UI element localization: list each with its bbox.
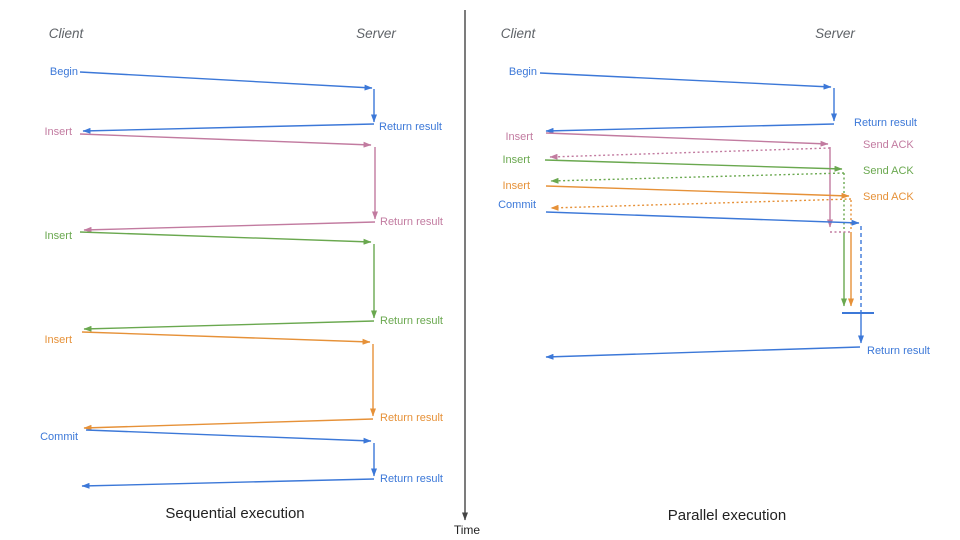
par-insert2-request-arrow <box>544 159 843 172</box>
parallel-title: Parallel execution <box>668 507 786 524</box>
seq-insert2-request-arrow <box>79 231 372 245</box>
par-commit-request-arrow <box>545 211 860 226</box>
par-insert1-label: Insert <box>505 131 533 143</box>
seq-begin-label: Begin <box>50 66 78 78</box>
seq-insert1-return-arrow <box>83 221 376 233</box>
seq-insert2-label: Insert <box>44 230 72 242</box>
seq-insert1-label: Insert <box>44 126 72 138</box>
par-begin-return-arrow <box>545 123 835 134</box>
par-insert3-ack-label: Send ACK <box>863 191 914 203</box>
seq-commit-return-label: Return result <box>380 473 443 485</box>
par-insert1-ack-label: Send ACK <box>863 139 914 151</box>
par-begin-label: Begin <box>509 66 537 78</box>
par-begin-return-label: Return result <box>854 117 917 129</box>
par-insert1-request-arrow <box>545 132 829 147</box>
seq-commit-request-arrow <box>85 429 372 444</box>
seq-insert2-return-arrow <box>83 320 375 332</box>
seq-insert1-request-arrow <box>79 133 372 148</box>
par-commit-return-arrow <box>545 346 861 360</box>
par-insert2-ack-arrow <box>550 172 845 184</box>
seq-insert3-return-label: Return result <box>380 412 443 424</box>
par-commit-return-label: Return result <box>867 345 930 357</box>
par-insert3-ack-arrow <box>550 198 852 211</box>
seq-insert3-label: Insert <box>44 334 72 346</box>
seq-insert1-return-label: Return result <box>380 216 443 228</box>
par-insert3-request-arrow <box>545 185 850 199</box>
par-insert2-ack-label: Send ACK <box>863 165 914 177</box>
seq-begin-request-arrow <box>79 71 373 91</box>
seq-server-header: Server <box>356 26 396 41</box>
par-insert3-label: Insert <box>502 180 530 192</box>
par-client-header: Client <box>501 26 537 41</box>
seq-commit-return-arrow <box>81 478 375 489</box>
par-begin-request-arrow <box>539 72 832 90</box>
time-axis-label: Time <box>454 523 481 537</box>
sequential-panel: Client Server Begin Return result Insert… <box>40 26 443 522</box>
seq-commit-label: Commit <box>40 431 78 443</box>
seq-client-header: Client <box>49 26 85 41</box>
par-commit-label: Commit <box>498 199 536 211</box>
sequential-title: Sequential execution <box>165 505 304 522</box>
seq-insert3-request-arrow <box>81 331 371 345</box>
time-axis: Time <box>454 10 481 537</box>
par-insert2-label: Insert <box>502 154 530 166</box>
seq-begin-return-label: Return result <box>379 121 442 133</box>
par-server-header: Server <box>815 26 855 41</box>
seq-insert2-return-label: Return result <box>380 315 443 327</box>
parallel-panel: Client Server Begin Return result Insert… <box>498 26 930 524</box>
seq-begin-return-arrow <box>82 123 375 134</box>
par-insert1-ack-arrow <box>549 147 831 160</box>
seq-insert3-return-arrow <box>83 418 374 431</box>
